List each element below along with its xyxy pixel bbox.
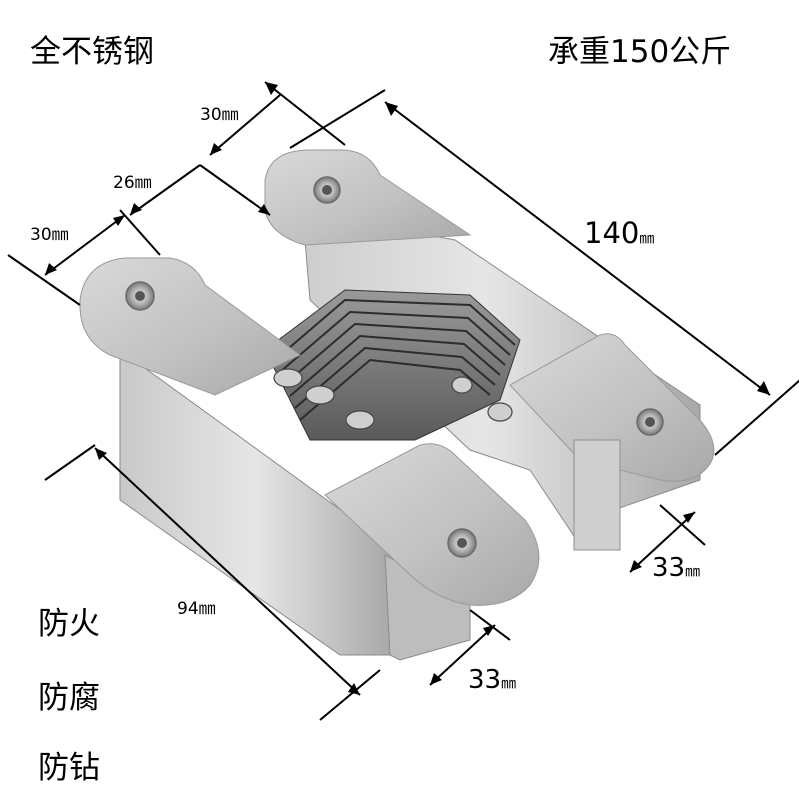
material-label: 全不锈钢 — [30, 34, 154, 70]
dim-height-right-value: 33 — [652, 553, 686, 583]
dim-height-right: 33㎜ — [652, 553, 700, 583]
dim-gap-width: 26㎜ — [113, 173, 152, 193]
dim-height-front-value: 33 — [468, 665, 502, 695]
dim-height-right-unit: ㎜ — [685, 562, 701, 580]
dim-leaf-width: 30㎜ — [30, 225, 69, 245]
feature-fireproof: 防火 — [38, 606, 100, 642]
load-capacity-label: 承重150公斤 — [548, 34, 732, 70]
dim-height-front: 33㎜ — [468, 665, 516, 695]
front-leaf — [79, 257, 540, 661]
feature-antidrill: 防钻 — [38, 750, 100, 786]
dim-top-width: 30㎜ — [200, 105, 239, 125]
screw-socket-icon — [645, 417, 655, 427]
screw-socket-icon — [457, 538, 467, 548]
arrowheads — [45, 82, 770, 695]
dim-length-value: 140 — [584, 216, 640, 250]
screw-socket-icon — [322, 185, 332, 195]
dim-length-unit: ㎜ — [639, 229, 655, 247]
hinge-linkage — [264, 289, 521, 441]
dim-length: 140㎜ — [584, 216, 654, 250]
dimension-lines — [7, 81, 799, 721]
screw-socket-icon — [135, 291, 145, 301]
feature-anticorrosion: 防腐 — [38, 680, 100, 716]
dim-depth: 94㎜ — [177, 599, 216, 619]
dim-height-front-unit: ㎜ — [501, 674, 517, 692]
